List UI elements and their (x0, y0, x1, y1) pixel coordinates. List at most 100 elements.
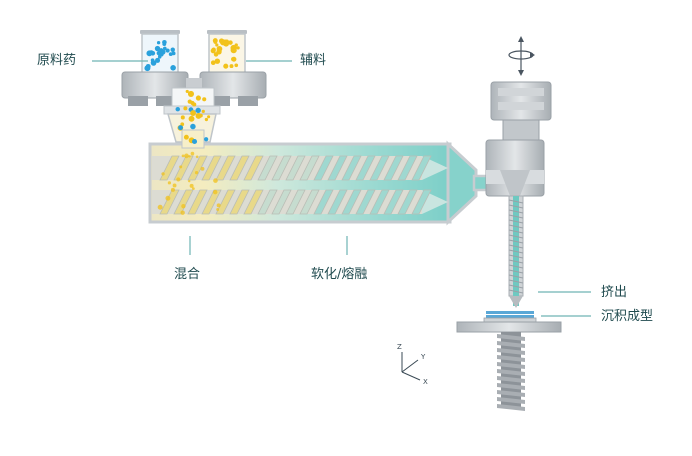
mixed-particle (183, 106, 188, 111)
nozzle-thread (508, 249, 524, 254)
lead-screw-thread (497, 383, 525, 390)
screw-flight (257, 189, 278, 215)
label-softening-melting: 软化/熔融 (311, 267, 368, 282)
nozzle-thread (508, 279, 524, 284)
powder-particle (188, 179, 191, 183)
label-excipient: 辅料 (300, 53, 327, 68)
drug-particle (170, 65, 176, 71)
mixed-particle (175, 106, 181, 112)
twin-screws (152, 151, 448, 215)
mixed-particle (187, 99, 192, 104)
powder-particle (180, 210, 185, 215)
powder-particle (161, 172, 165, 176)
screw-flight (383, 189, 404, 215)
mixed-particle (187, 90, 195, 97)
excipient-particle (230, 47, 237, 54)
screw-flight (187, 189, 208, 215)
drug-particle (162, 42, 167, 46)
powder-particle (192, 187, 195, 190)
excipient-particle (218, 38, 225, 44)
axis-triad-icon (401, 352, 421, 381)
screw-flight (229, 189, 250, 215)
mixed-particle (202, 97, 207, 102)
nozzle-thread (508, 234, 524, 239)
lead-screw-thread (497, 397, 525, 404)
powder-particle (170, 187, 175, 192)
mixed-particle (190, 110, 196, 117)
drug-hopper (140, 30, 180, 75)
screw-flight (285, 155, 306, 181)
lead-screw-thread (497, 355, 525, 362)
nozzle (508, 195, 524, 308)
mixed-particle (190, 123, 196, 130)
mixed-particle (201, 109, 205, 114)
excipient-particle (228, 40, 233, 45)
label-raw-drug: 原料药 (37, 53, 77, 68)
mixing-funnel (167, 89, 217, 149)
drug-particle (162, 46, 167, 51)
screw-flight (411, 155, 432, 181)
screw-flight (299, 189, 320, 215)
screw-flight (159, 155, 180, 181)
axis-label-z: Z (397, 343, 402, 351)
drug-particle (156, 51, 161, 56)
powder-particle (181, 154, 185, 158)
screw-flight (327, 155, 348, 181)
screw-flight (341, 189, 362, 215)
screw-flight (229, 155, 250, 181)
lead-screw-thread (497, 404, 525, 411)
mixed-particle (192, 138, 198, 144)
nozzle-thread (508, 199, 524, 204)
excipient-particle (234, 43, 238, 47)
excipient-particle (216, 46, 223, 52)
nozzle-thread (508, 274, 524, 279)
nozzle-thread (508, 219, 524, 224)
excipient-particle (229, 64, 234, 69)
screw-flight (327, 189, 348, 215)
mixed-particle (195, 107, 201, 114)
lead-screw-thread (497, 390, 525, 397)
nozzle-thread (508, 224, 524, 229)
nozzle-thread (508, 289, 524, 294)
rotation-icon (508, 36, 535, 76)
excipient-particle (231, 57, 236, 62)
excipient-particle (213, 52, 219, 57)
powder-particle (188, 155, 191, 158)
mixed-particle (188, 115, 195, 122)
screw-flight (243, 155, 264, 181)
screw-flight (369, 155, 390, 181)
screw-flight (355, 155, 376, 181)
screw-flight (285, 189, 306, 215)
screw-flight (397, 155, 418, 181)
label-deposition: 沉积成型 (601, 309, 654, 324)
nozzle-thread (508, 204, 524, 209)
screw-flight (173, 189, 194, 215)
powder-particle (195, 155, 199, 159)
screw-flight (201, 189, 222, 215)
powder-particle (179, 165, 183, 169)
screw-flight (383, 155, 404, 181)
mixed-particle (183, 134, 189, 140)
powder-particle (157, 204, 163, 210)
mixed-particle (207, 115, 211, 119)
lead-screw-thread (497, 341, 525, 348)
excipient-particle (214, 58, 221, 64)
screw-flight (355, 189, 376, 215)
drug-particle (165, 48, 170, 53)
nozzle-thread (508, 284, 524, 289)
screw-flight (271, 155, 292, 181)
excipient-particle (236, 46, 240, 50)
screw-flight (341, 155, 362, 181)
excipient-particle (210, 60, 216, 66)
powder-particle (181, 204, 186, 209)
nozzle-thread (508, 209, 524, 214)
drug-particle (170, 47, 175, 52)
mixed-particle (178, 125, 183, 131)
excipient-hopper (207, 30, 247, 75)
screw-flight (201, 155, 222, 181)
lead-screw-thread (497, 376, 525, 383)
screw-flight (313, 155, 334, 181)
label-mixing: 混合 (174, 267, 201, 282)
feeder-mechanism (121, 71, 267, 115)
